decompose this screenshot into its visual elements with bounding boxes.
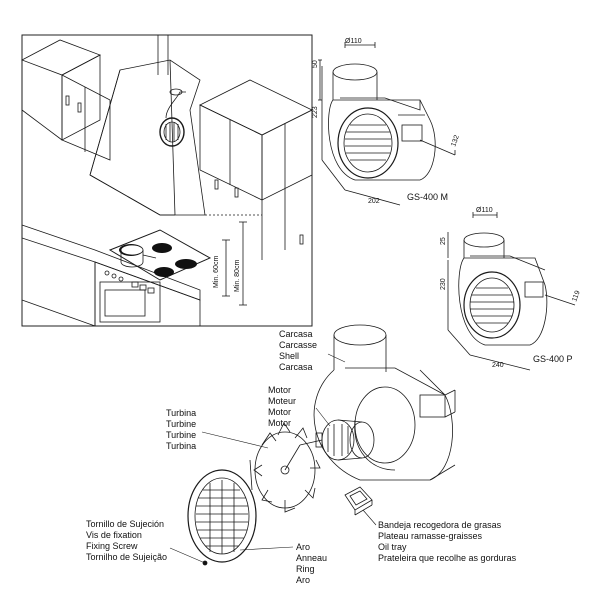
gs-400-m-model-label: GS-400 M (407, 192, 448, 202)
oil-tray-label: Bandeja recogedora de grasas Plateau ram… (378, 520, 516, 564)
ring-label-es: Aro (296, 542, 311, 552)
min-60-label: Min. 60cm (213, 256, 220, 288)
motor-label-pt: Motor (268, 418, 292, 428)
fixing-screw-label-fr: Vis de fixation (86, 530, 142, 540)
chimney-hood (89, 35, 206, 216)
ring-label-pt: Aro (296, 575, 311, 585)
gs-400-p-dim-diameter: Ø110 (476, 207, 493, 214)
ring-label-en: Ring (296, 564, 315, 574)
gs-400-m-dim-height: 223 (312, 106, 319, 118)
gs-400-p-blower (447, 212, 576, 371)
gs-400-p-dim-top: 25 (440, 237, 447, 245)
gs-400-p-dim-width: 240 (492, 362, 504, 369)
motor-label: Motor Moteur Motor Motor (268, 385, 296, 429)
turbine-label-pt: Turbina (166, 441, 197, 451)
fixing-screw-label-pt: Tornilho de Sujeição (86, 552, 168, 562)
shell-label-en: Shell (279, 351, 300, 361)
fixing-screw-label-es: Tornillo de Sujeción (86, 519, 165, 529)
shell-part (313, 324, 456, 481)
ring-label-fr: Anneau (296, 553, 328, 563)
turbine-part (249, 422, 321, 513)
motor-part (299, 419, 375, 461)
gs-400-m-dim-depth: 132 (450, 134, 461, 147)
fixing-screw-label: Tornillo de Sujeción Vis de fixation Fix… (86, 519, 167, 563)
leader-lines (169, 353, 377, 564)
fixing-screw-label-en: Fixing Screw (86, 541, 138, 551)
turbine-label: Turbina Turbine Turbine Turbina (166, 408, 196, 452)
motor-label-en: Motor (268, 407, 292, 417)
gs-400-p-dim-depth: 119 (571, 290, 581, 303)
shell-label-fr: Carcasse (279, 340, 318, 350)
turbine-label-fr: Turbine (166, 419, 197, 429)
gs-400-m-dim-width: 202 (368, 198, 380, 205)
kitchen-installation-illustration (21, 34, 313, 327)
oil-tray-part (344, 486, 373, 516)
gs-400-p-dim-height: 230 (440, 278, 447, 290)
shell-label-es: Carcasa (279, 329, 313, 339)
oil-tray-label-fr: Plateau ramasse-graisses (378, 531, 483, 541)
shell-label: Carcasa Carcasse Shell Carcasa (279, 329, 317, 373)
oil-tray-label-pt: Prateleira que recolhe as gorduras (378, 553, 517, 563)
gs-400-p-model-label: GS-400 P (533, 354, 573, 364)
turbine-label-es: Turbina (166, 408, 197, 418)
cooktop-counter (21, 224, 212, 327)
turbine-label-en: Turbine (166, 430, 197, 440)
exploded-view (169, 324, 456, 566)
gs-400-m-dim-diameter: Ø110 (345, 38, 362, 45)
motor-label-fr: Moteur (268, 396, 297, 406)
shell-label-pt: Carcasa (279, 362, 313, 372)
motor-label-es: Motor (268, 385, 292, 395)
ring-part (187, 469, 257, 566)
gs-400-m-blower (318, 42, 456, 206)
oil-tray-label-es: Bandeja recogedora de grasas (378, 520, 502, 530)
gs-400-m-dim-top: 50 (312, 60, 319, 68)
min-80-label: Min. 80cm (234, 260, 241, 292)
upper-cabinets (21, 39, 313, 260)
kitchen-dimension-lines (205, 214, 262, 306)
ring-label: Aro Anneau Ring Aro (296, 542, 327, 586)
oil-tray-label-en: Oil tray (378, 542, 407, 552)
